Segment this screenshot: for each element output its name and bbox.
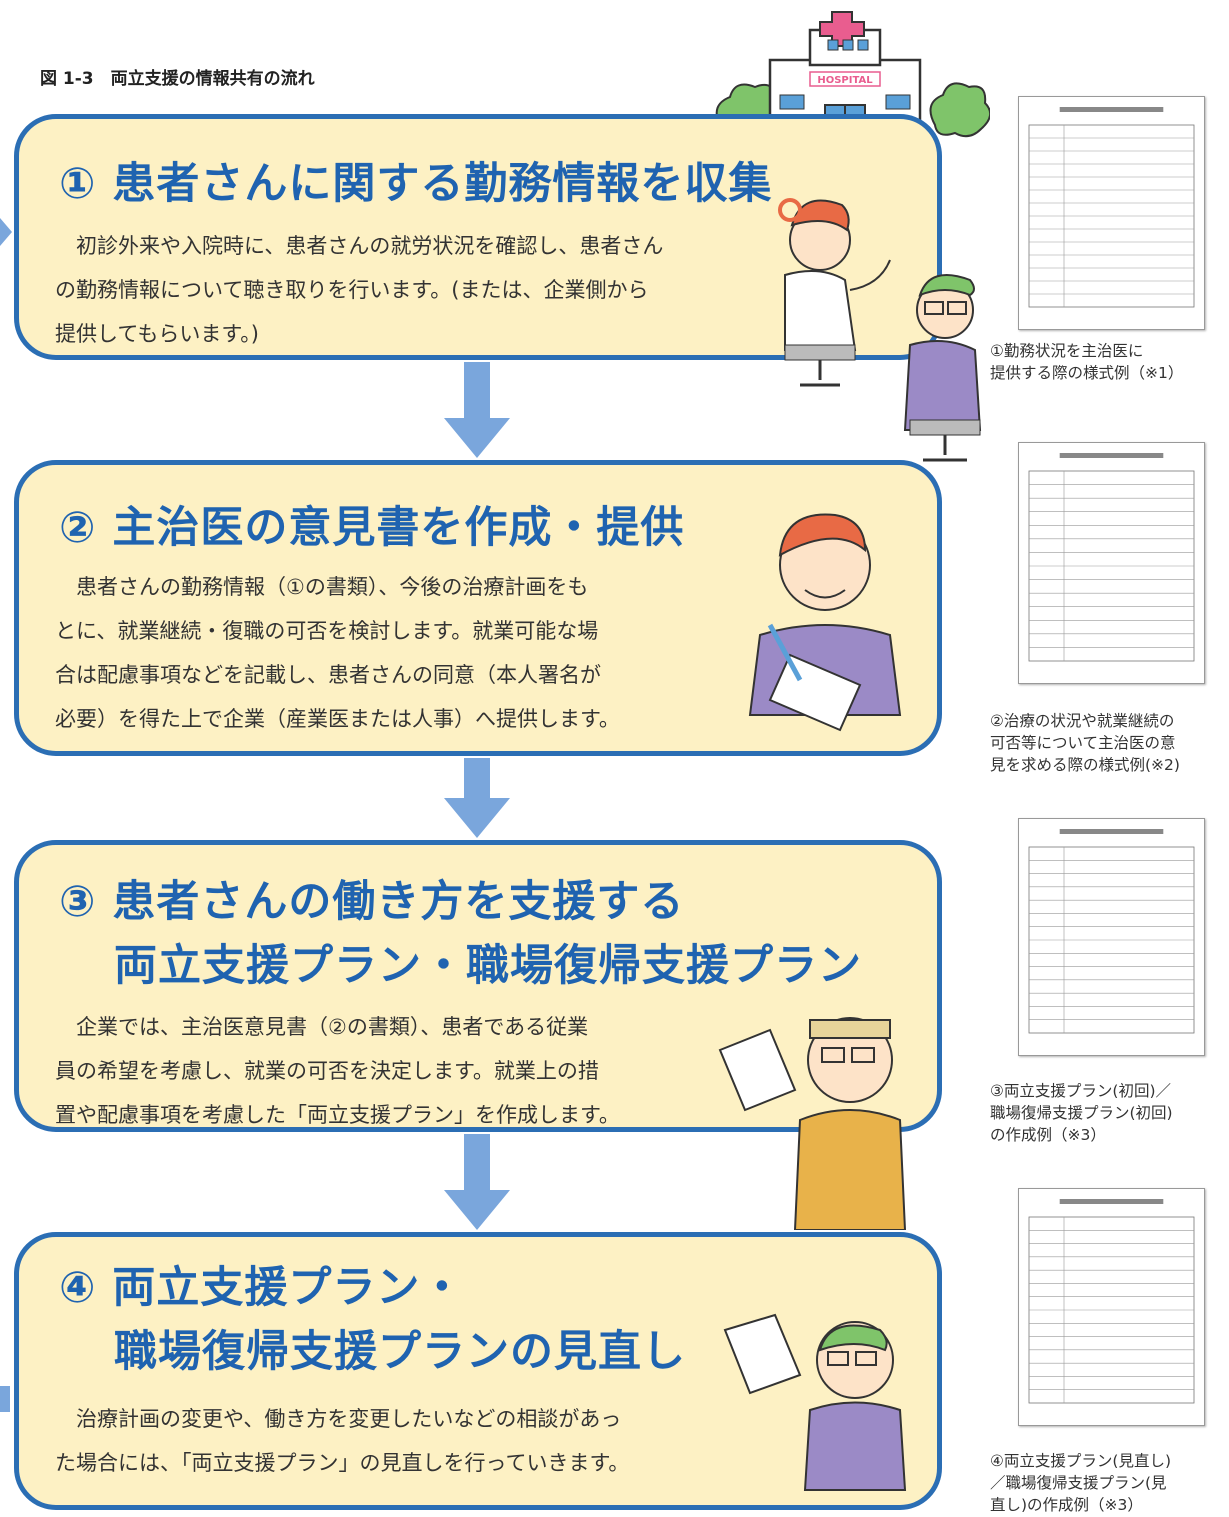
flow-arrow-1 xyxy=(444,362,510,458)
left-indicator-1 xyxy=(0,218,12,246)
caption-2-line-1: ②治療の状況や就業継続の xyxy=(990,712,1175,730)
step-3-text-line-3: 置や配慮事項を考慮した「両立支援プラン」を作成します。 xyxy=(55,1103,620,1127)
flow-arrow-3 xyxy=(444,1134,510,1230)
caption-2-line-2: 可否等について主治医の意 xyxy=(990,734,1176,752)
form-title-line xyxy=(1059,1199,1164,1204)
step-4-text-line-2: た場合には、「両立支援プラン」の見直しを行っていきます。 xyxy=(55,1451,630,1475)
left-indicator-4 xyxy=(0,1386,10,1412)
step-1-text-line-1: 初診外来や入院時に、患者さんの就労状況を確認し、患者さん xyxy=(55,234,664,258)
doctor-writing-illustration xyxy=(748,513,902,732)
step-2-title: ② 主治医の意見書を作成・提供 xyxy=(59,503,685,553)
step-3-title-line-2: 両立支援プラン・職場復帰支援プラン xyxy=(114,941,862,991)
step-2-text-line-3: 合は配慮事項などを記載し、患者さんの同意（本人署名が xyxy=(55,663,601,687)
form-example-1 xyxy=(1018,96,1205,330)
step-2-text-line-1: 患者さんの勤務情報（①の書類）、今後の治療計画をも xyxy=(55,575,589,599)
caption-4-line-3: 直し)の作成例（※3） xyxy=(990,1496,1143,1514)
doctor-figure xyxy=(778,198,891,387)
step-3-text-line-1: 企業では、主治医意見書（②の書類）、患者である従業 xyxy=(55,1015,589,1039)
step-1-text-line-3: 提供してもらいます。) xyxy=(55,322,259,346)
patient-figure xyxy=(903,274,982,462)
form-example-4 xyxy=(1018,1188,1205,1426)
caption-2: ②治療の状況や就業継続の 可否等について主治医の意 見を求める際の様式例(※2) xyxy=(990,710,1229,776)
tree-right-icon xyxy=(929,82,990,138)
flow-arrow-2 xyxy=(444,758,510,838)
step-1-text-line-2: の勤務情報について聴き取りを行います。(または、企業側から xyxy=(55,278,649,302)
doctor-patient-illustration xyxy=(778,198,982,462)
patient-document-illustration xyxy=(723,1313,907,1491)
step-2-text-line-2: とに、就業継続・復職の可否を検討します。就業可能な場 xyxy=(55,619,599,643)
form-title-line xyxy=(1059,829,1164,834)
form-title-line xyxy=(1059,107,1164,112)
document-icon xyxy=(718,1028,797,1112)
caption-1-line-2: 提供する際の様式例（※1） xyxy=(990,364,1184,382)
step-3-title: ③ 患者さんの働き方を支援する xyxy=(59,877,685,927)
step-2-text-line-4: 必要）を得た上で企業（産業医または人事）へ提供します。 xyxy=(55,707,620,731)
caption-2-line-3: 見を求める際の様式例(※2) xyxy=(990,756,1180,774)
caption-4-line-1: ④両立支援プラン(見直し) xyxy=(990,1452,1171,1470)
step-3-text-line-2: 員の希望を考慮し、就業の可否を決定します。就業上の措 xyxy=(55,1059,599,1083)
caption-4-line-2: ／職場復帰支援プラン(見 xyxy=(990,1474,1167,1492)
document-icon xyxy=(723,1313,802,1395)
step-4-title: ④ 両立支援プラン・ xyxy=(59,1263,465,1313)
caption-3-line-2: 職場復帰支援プラン(初回) xyxy=(990,1104,1173,1122)
caption-1-line-1: ①勤務状況を主治医に xyxy=(990,342,1144,360)
caption-3: ③両立支援プラン(初回)／ 職場復帰支援プラン(初回) の作成例（※3） xyxy=(990,1080,1229,1146)
figure-title: 図 1-3 両立支援の情報共有の流れ xyxy=(40,69,315,89)
form-example-2 xyxy=(1018,442,1205,684)
step-4-box: ④ 両立支援プラン・ 職場復帰支援プランの見直し 治療計画の変更や、働き方を変更… xyxy=(14,1232,942,1510)
caption-3-line-3: の作成例（※3） xyxy=(990,1126,1106,1144)
form-example-3 xyxy=(1018,818,1205,1056)
step-1-title: ① 患者さんに関する勤務情報を収集 xyxy=(59,159,773,209)
hospital-sign: HOSPITAL xyxy=(817,75,873,86)
form-title-line xyxy=(1059,453,1164,458)
step-4-title-line-2: 職場復帰支援プランの見直し xyxy=(114,1327,686,1377)
manager-document-illustration xyxy=(718,1017,907,1230)
caption-3-line-1: ③両立支援プラン(初回)／ xyxy=(990,1082,1171,1100)
caption-1: ①勤務状況を主治医に 提供する際の様式例（※1） xyxy=(990,340,1229,384)
caption-4: ④両立支援プラン(見直し) ／職場復帰支援プラン(見 直し)の作成例（※3） xyxy=(990,1450,1229,1516)
step-4-text-line-1: 治療計画の変更や、働き方を変更したいなどの相談があっ xyxy=(55,1407,622,1431)
